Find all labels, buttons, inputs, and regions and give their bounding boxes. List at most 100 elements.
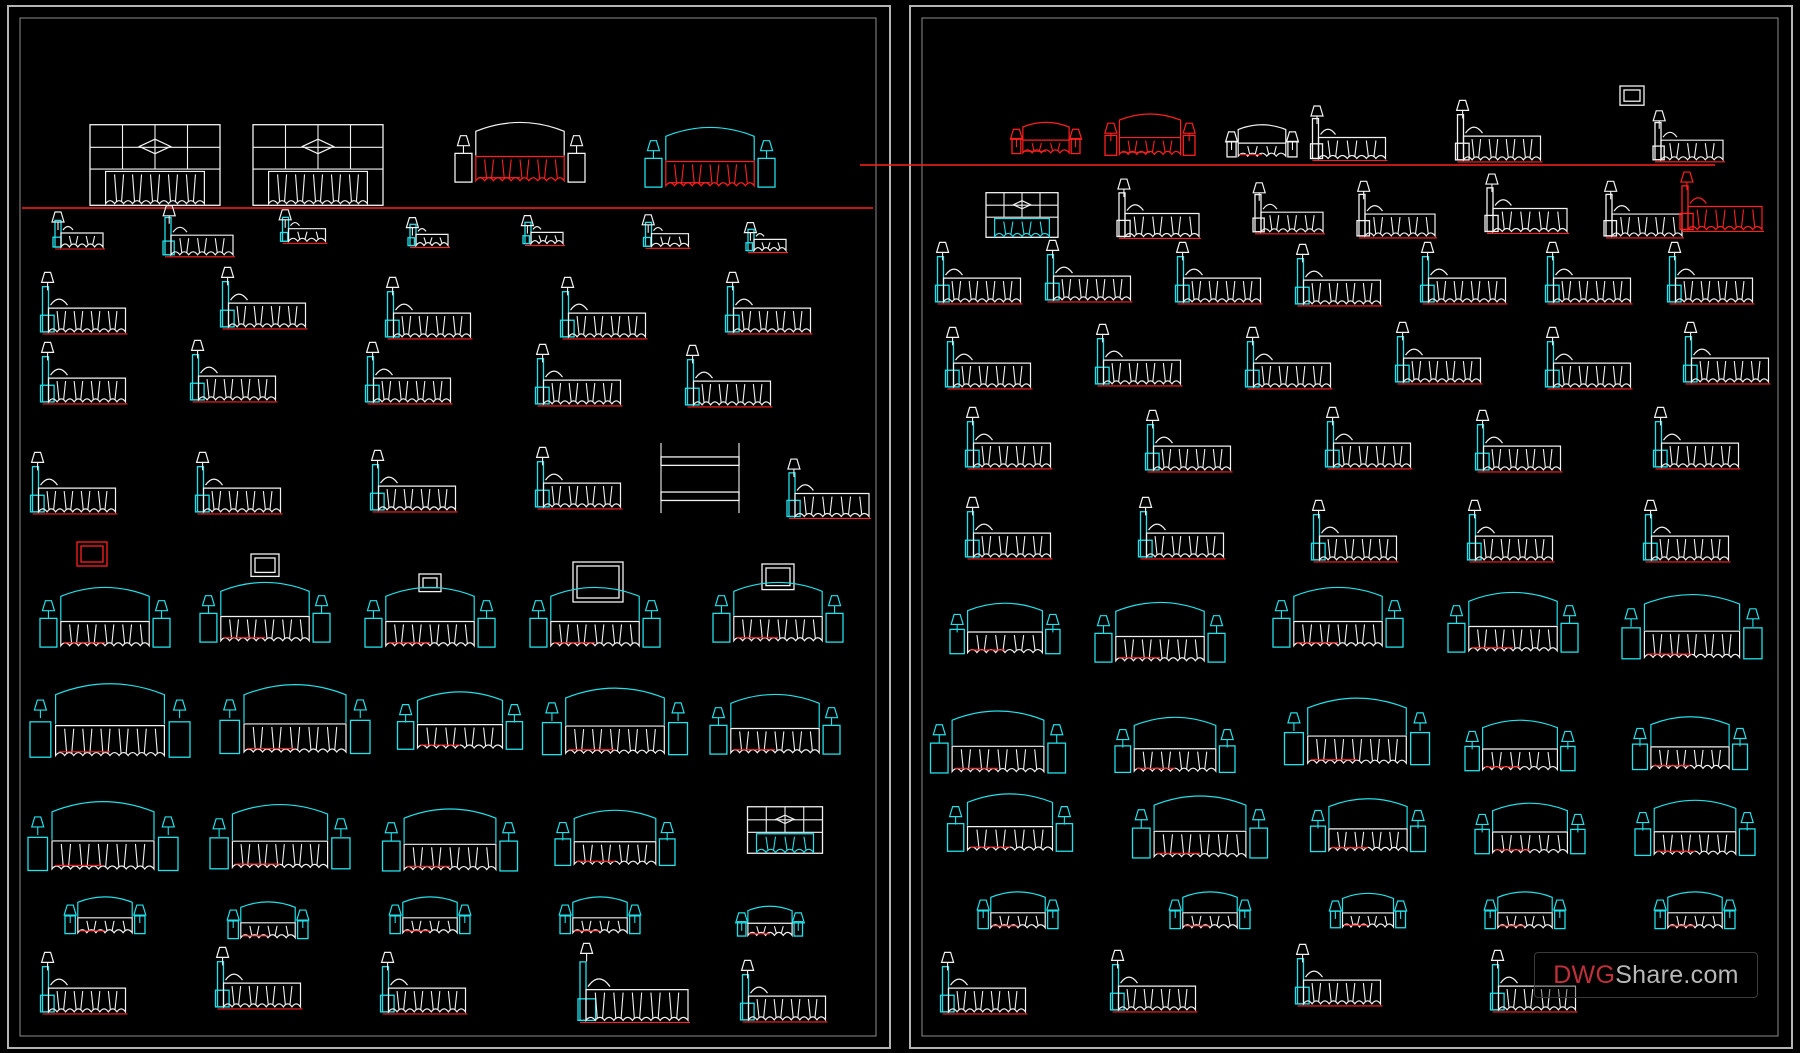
bed-side-view-icon: [51, 211, 105, 250]
bed-side-view-icon: [1310, 499, 1399, 563]
bed-front-view-icon: [199, 581, 331, 643]
bed-front-view-icon: [381, 808, 519, 872]
bed-front-view-icon: [364, 586, 496, 648]
picture-frame-icon: [76, 541, 108, 567]
bed-side-view-icon: [641, 214, 691, 249]
bed-side-view-icon: [1144, 409, 1233, 473]
picture-frame-icon: [1619, 85, 1645, 106]
bed-front-view-icon: [976, 891, 1060, 930]
bed-side-view-icon: [964, 406, 1053, 470]
bed-side-view-icon: [724, 271, 813, 335]
watermark-brand: DWG: [1553, 960, 1616, 989]
bed-front-view-icon: [388, 896, 472, 935]
bed-front-view-icon: [63, 896, 147, 935]
bed-front-view-icon: [1483, 891, 1567, 930]
bed-front-view-icon: [1621, 594, 1763, 660]
sheet-left-inner-frame: [19, 17, 877, 1037]
bed-side-view-icon: [1394, 321, 1483, 385]
bed-side-view-icon: [194, 451, 283, 515]
bed-side-view-icon: [1679, 171, 1764, 233]
bed-side-view-icon: [1474, 409, 1563, 473]
bed-front-view-icon: [1168, 891, 1252, 930]
bed-front-view-icon: [1653, 891, 1737, 930]
bed-headboard-view-icon: [746, 806, 824, 855]
bed-side-view-icon: [29, 451, 118, 515]
bed-front-view-icon: [1283, 697, 1431, 766]
bed-front-view-icon: [709, 693, 841, 755]
bed-side-view-icon: [1666, 241, 1755, 305]
bed-headboard-view-icon: [89, 124, 221, 206]
picture-frame-icon: [572, 561, 624, 603]
bed-front-view-icon: [558, 896, 642, 935]
bed-side-view-icon: [1356, 180, 1437, 239]
bed-front-view-icon: [1131, 795, 1269, 859]
bed-side-view-icon: [1544, 241, 1633, 305]
bed-side-view-icon: [162, 205, 235, 258]
bed-side-view-icon: [189, 339, 278, 403]
sheet-right-inner-frame: [921, 17, 1779, 1037]
bed-front-view-icon: [1328, 892, 1408, 929]
bed-side-view-icon: [219, 266, 308, 330]
bed-side-view-icon: [739, 959, 828, 1023]
bed-front-view-icon: [554, 809, 676, 867]
bed-side-view-icon: [1466, 499, 1555, 563]
bed-front-view-icon: [946, 793, 1074, 852]
bed-front-view-icon: [1104, 113, 1196, 157]
sheet-left: [7, 5, 891, 1049]
bed-front-view-icon: [219, 684, 371, 755]
bed-front-view-icon: [454, 121, 586, 183]
bed-side-view-icon: [1044, 239, 1133, 303]
bed-front-view-icon: [1114, 716, 1236, 774]
bed-side-view-icon: [1652, 110, 1725, 163]
bed-front-view-icon: [1094, 601, 1226, 663]
bed-front-view-icon: [541, 687, 689, 756]
bed-side-view-icon: [1544, 326, 1633, 390]
bed-front-view-icon: [1631, 716, 1749, 771]
bed-side-view-icon: [1094, 323, 1183, 387]
bed-front-view-icon: [1634, 799, 1756, 857]
bed-side-view-icon: [1252, 182, 1325, 235]
bed-side-view-icon: [1454, 99, 1543, 163]
bed-side-view-icon: [577, 942, 690, 1023]
bed-side-view-icon: [214, 946, 303, 1010]
bed-side-view-icon: [39, 341, 128, 405]
picture-frame-icon: [418, 573, 442, 593]
bed-front-view-icon: [929, 710, 1067, 774]
sheet-left-outer-frame: [7, 5, 891, 1049]
bed-side-view-icon: [520, 215, 565, 247]
bed-side-view-icon: [1109, 949, 1198, 1013]
bed-front-view-icon: [1224, 124, 1300, 158]
bed-side-view-icon: [534, 343, 623, 407]
bed-front-view-icon: [27, 801, 179, 872]
bed-side-view-icon: [1116, 178, 1201, 240]
bed-front-view-icon: [1272, 586, 1404, 648]
bed-side-view-icon: [944, 326, 1033, 390]
bed-side-view-icon: [743, 222, 788, 254]
bed-front-view-icon: [1464, 719, 1576, 772]
bed-front-view-icon: [226, 901, 310, 940]
bed-side-view-icon: [1324, 406, 1413, 470]
bed-side-view-icon: [1419, 241, 1508, 305]
bed-side-view-icon: [684, 344, 773, 408]
bed-front-view-icon: [949, 602, 1061, 655]
bed-front-view-icon: [1447, 591, 1579, 653]
bed-side-view-icon: [278, 209, 328, 244]
bed-side-view-icon: [559, 276, 648, 340]
bed-side-view-icon: [1489, 949, 1578, 1013]
bed-side-view-icon: [934, 241, 1023, 305]
bed-side-view-icon: [1244, 326, 1333, 390]
bed-front-view-icon: [734, 905, 806, 938]
bed-front-view-icon: [39, 586, 171, 648]
bed-side-view-icon: [384, 276, 473, 340]
bed-side-view-icon: [364, 341, 453, 405]
bed-front-view-icon: [209, 804, 351, 870]
bed-side-view-icon: [1309, 105, 1388, 162]
bed-front-view-icon: [644, 126, 776, 188]
bed-side-view-icon: [379, 951, 468, 1015]
bed-side-view-icon: [1484, 173, 1569, 235]
bed-side-view-icon: [1682, 321, 1771, 385]
bed-front-view-icon: [712, 581, 844, 643]
bed-front-view-icon: [396, 691, 524, 750]
